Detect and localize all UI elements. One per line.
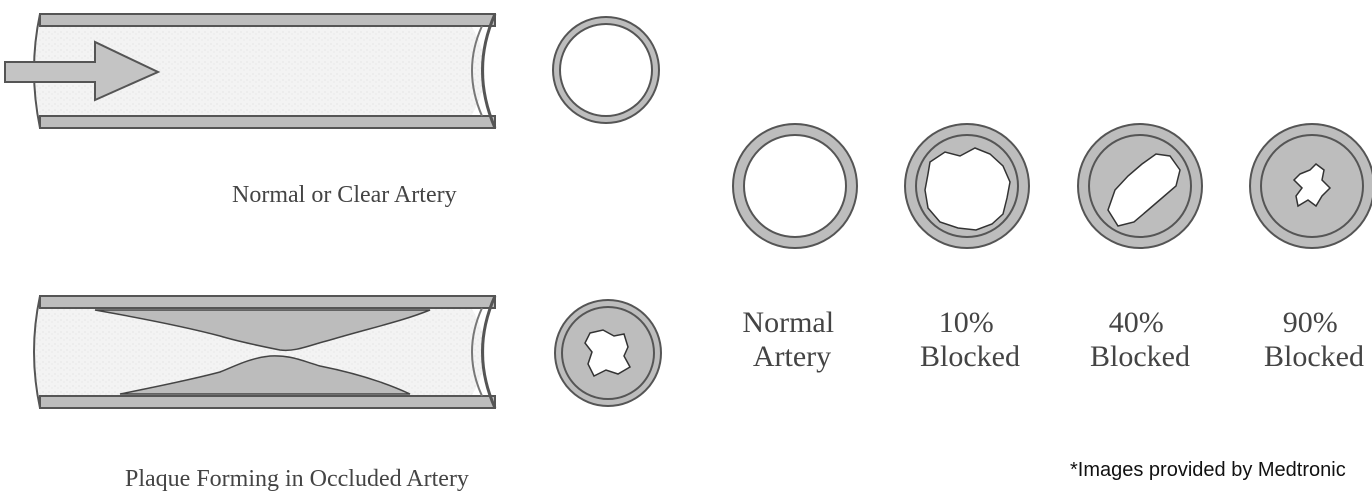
normal-artery-ring <box>553 17 659 123</box>
cross-section-label-normal-line2: Artery <box>753 340 831 373</box>
svg-text:40% Blocked: 40% Blocked <box>1090 306 1190 373</box>
cross-section-label-10-line2: Blocked <box>920 340 1020 373</box>
occluded-artery-ring <box>555 300 661 406</box>
svg-text:Normal Artery: Normal Artery <box>742 306 841 373</box>
cross-section-10-percent <box>905 124 1029 248</box>
cross-section-label-normal-line1: Normal <box>742 306 834 339</box>
svg-text:10% Blocked: 10% Blocked <box>920 306 1020 373</box>
svg-text:90% Blocked: 90% Blocked <box>1264 306 1364 373</box>
cross-section-90-percent <box>1250 124 1372 248</box>
cross-section-label-10-line1: 10% <box>939 306 994 339</box>
occluded-artery-tube <box>34 296 495 408</box>
normal-artery-caption: Normal or Clear Artery <box>232 182 457 208</box>
image-credit: *Images provided by Medtronic <box>1070 459 1346 481</box>
cross-section-label-40-line2: Blocked <box>1090 340 1190 373</box>
occluded-artery-caption: Plaque Forming in Occluded Artery <box>125 466 469 492</box>
cross-section-label-40-line1: 40% <box>1109 306 1164 339</box>
cross-section-label-90-line2: Blocked <box>1264 340 1364 373</box>
cross-section-label-90-line1: 90% <box>1283 306 1338 339</box>
cross-section-40-percent <box>1078 124 1202 248</box>
cross-section-normal <box>733 124 857 248</box>
